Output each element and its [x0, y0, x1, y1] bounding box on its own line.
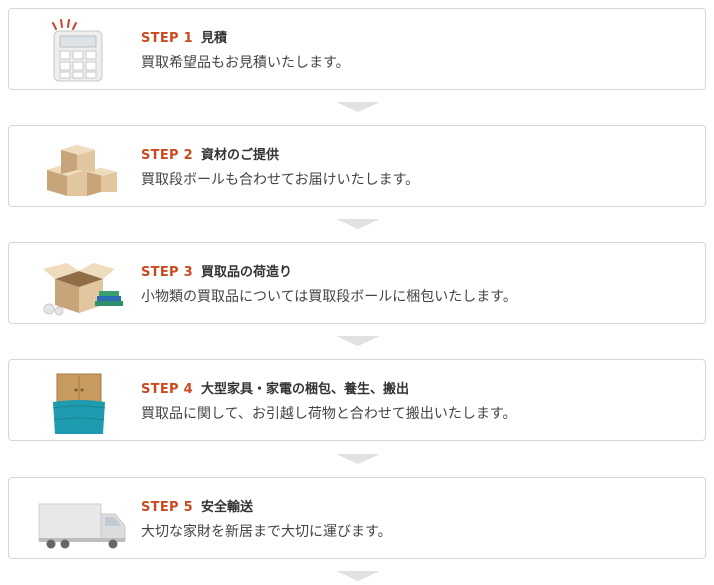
step-card-5: STEP 5 安全輸送 大切な家財を新居まで大切に運びます。 [8, 477, 706, 559]
step-description: 買取希望品もお見積いたします。 [141, 55, 350, 71]
down-arrow-icon [336, 571, 380, 581]
step-card-2: STEP 2 資材のご提供 買取段ボールも合わせてお届けいたします。 [8, 125, 706, 207]
calculator-icon [37, 17, 127, 83]
step-card-4: STEP 4 大型家具・家電の梱包、養生、搬出 買取品に関して、お引越し荷物と合わ… [8, 359, 706, 441]
step-description: 小物類の買取品については買取段ボールに梱包いたします。 [141, 289, 517, 305]
step-heading: 資材のご提供 [201, 148, 280, 163]
step-title: STEP 3 買取品の荷造り [141, 261, 292, 280]
step-card-1: STEP 1 見積 買取希望品もお見積いたします。 [8, 8, 706, 90]
step-description: 買取品に関して、お引越し荷物と合わせて搬出いたします。 [141, 406, 517, 422]
truck-icon [37, 486, 127, 552]
down-arrow-icon [336, 336, 380, 346]
step-heading: 安全輸送 [201, 500, 254, 515]
step-card-3: STEP 3 買取品の荷造り 小物類の買取品については買取段ボールに梱包いたします… [8, 242, 706, 324]
step-heading: 見積 [201, 31, 228, 46]
down-arrow-icon [336, 219, 380, 229]
step-heading: 大型家具・家電の梱包、養生、搬出 [201, 382, 410, 397]
boxes-icon [37, 134, 127, 200]
step-label: STEP 2 [141, 148, 194, 163]
down-arrow-icon [336, 454, 380, 464]
step-title: STEP 2 資材のご提供 [141, 144, 279, 163]
open-box-icon [37, 251, 127, 317]
step-label: STEP 4 [141, 382, 194, 397]
step-label: STEP 1 [141, 31, 194, 46]
step-title: STEP 1 見積 [141, 27, 227, 46]
step-label: STEP 3 [141, 265, 194, 280]
step-description: 買取段ボールも合わせてお届けいたします。 [141, 172, 420, 188]
step-heading: 買取品の荷造り [201, 265, 293, 280]
step-label: STEP 5 [141, 500, 194, 515]
down-arrow-icon [336, 102, 380, 112]
step-description: 大切な家財を新居まで大切に運びます。 [141, 524, 392, 540]
wrapped-cabinet-icon [37, 368, 127, 436]
step-title: STEP 4 大型家具・家電の梱包、養生、搬出 [141, 378, 409, 397]
step-title: STEP 5 安全輸送 [141, 496, 253, 515]
